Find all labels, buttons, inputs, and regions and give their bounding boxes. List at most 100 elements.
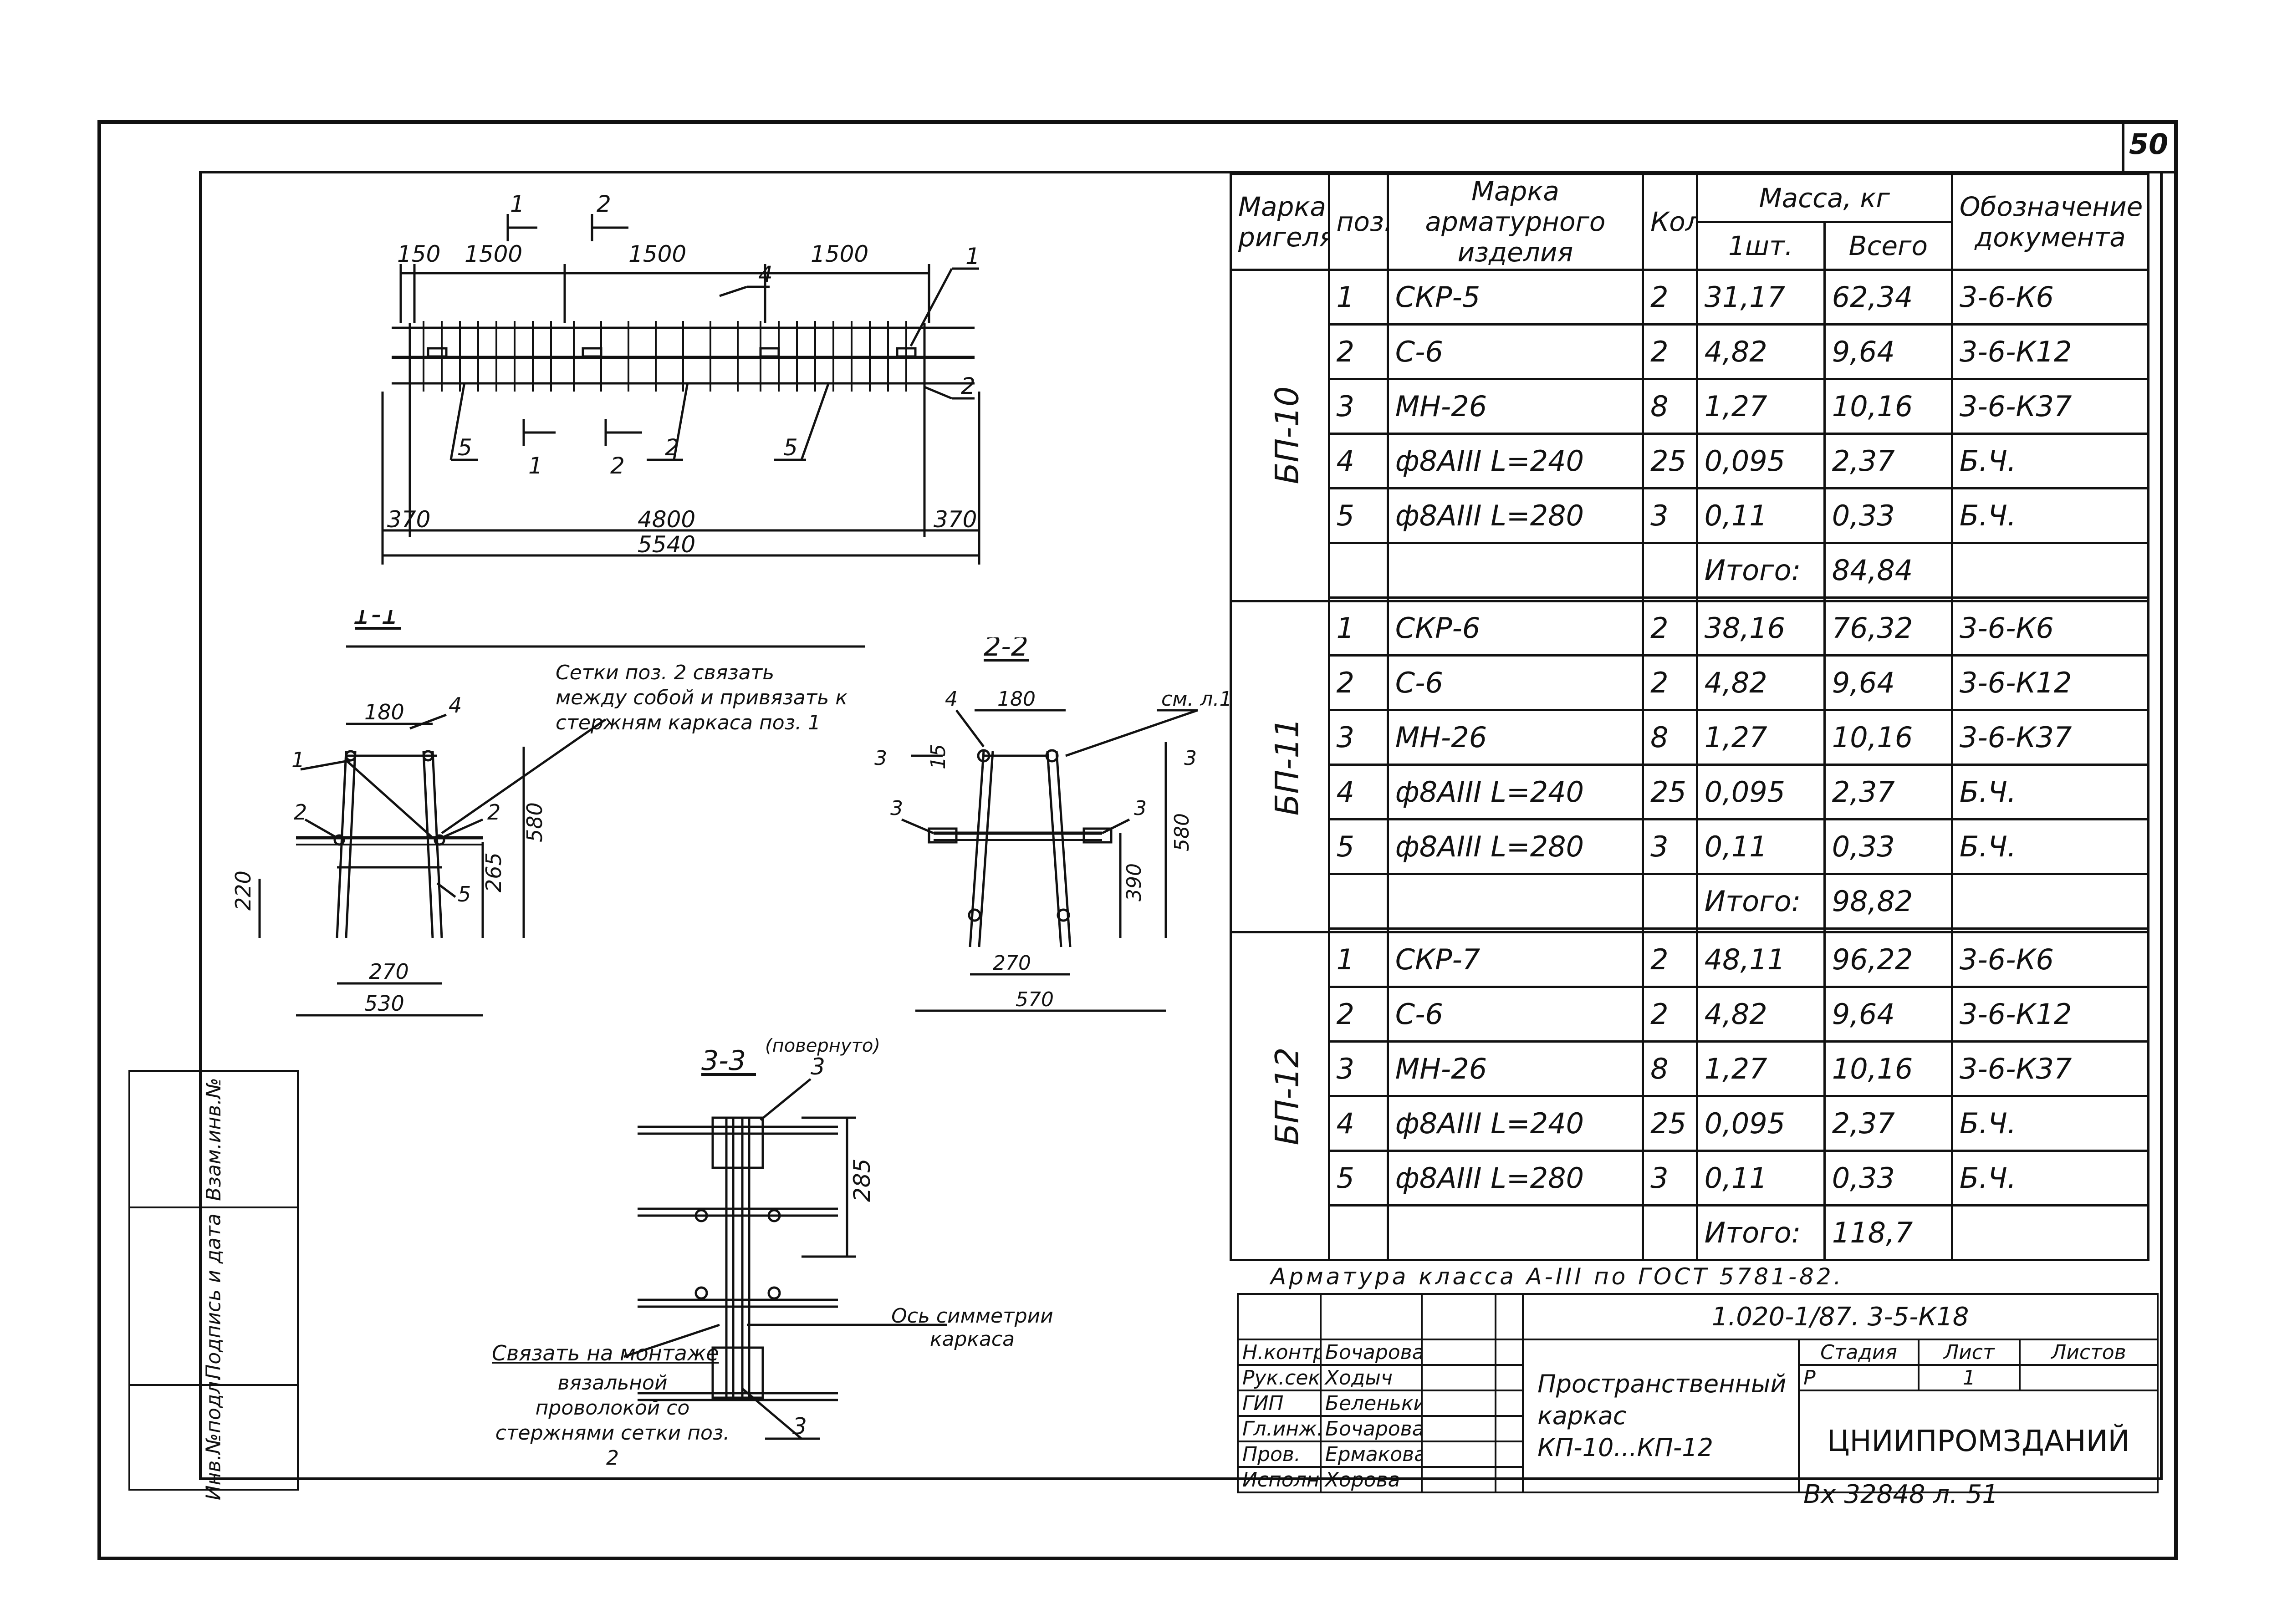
plan-view: 1 2 150 1500 1500 1500 4800 5540 370 370… <box>381 191 980 565</box>
stage-label: Стадия <box>1798 1339 1920 1366</box>
doc-cell: Б.Ч. <box>1950 487 2150 544</box>
sign-name: Беленький <box>1319 1390 1423 1417</box>
signature <box>1420 1364 1496 1391</box>
section-11-title: 1-1 <box>353 610 399 631</box>
product-cell: С-6 <box>1386 323 1644 380</box>
product-cell: ф8АIII L=280 <box>1386 818 1644 876</box>
qty-cell: 25 <box>1642 1095 1698 1152</box>
unit-mass-cell: 1,27 <box>1695 377 1826 435</box>
sheets-value <box>2018 1364 2159 1391</box>
qty-cell: 2 <box>1642 985 1698 1043</box>
section-3-3: 3-3 (повернуто) 285 3 3 <box>623 1038 947 1440</box>
total-mass-cell: 2,37 <box>1823 1095 1953 1152</box>
product-cell: МН-26 <box>1386 377 1644 435</box>
product-cell: ф8АIII L=280 <box>1386 1149 1644 1207</box>
total-mass-cell: 0,33 <box>1823 1149 1953 1207</box>
s33-axis-note: Ось симметрии каркаса <box>891 1304 1053 1351</box>
title-line-2: каркас КП-10...КП-12 <box>1537 1401 1713 1462</box>
plan-callout-5-left: 5 <box>458 434 472 461</box>
inv-label: Инв.№подл. <box>202 1375 225 1500</box>
sheet-number: 50 <box>2129 127 2169 161</box>
doc-cell: 3-6-К12 <box>1950 654 2150 712</box>
plan-dim-1500-b: 1500 <box>628 241 686 267</box>
total-label: Итого: <box>1695 873 1826 930</box>
header-doc: Обозначение документа <box>1950 173 2150 271</box>
product-cell: ф8АIII L=280 <box>1386 487 1644 544</box>
left-stamp: Взам.инв.№ Подпись и дата Инв.№подл. <box>128 1070 299 1500</box>
girder-mark: БП-10 <box>1268 386 1306 484</box>
sign-role: Пров. <box>1237 1441 1322 1468</box>
qty-cell: 2 <box>1642 600 1698 657</box>
product-cell: МН-26 <box>1386 709 1644 766</box>
header-qty: Кол. <box>1642 173 1698 271</box>
product-cell: ф8АIII L=240 <box>1386 432 1644 489</box>
qty-cell: 25 <box>1642 432 1698 489</box>
designation: 1.020-1/87. 3-5-К18 <box>1522 1293 2159 1340</box>
unit-mass-cell: 1,27 <box>1695 709 1826 766</box>
product-cell: МН-26 <box>1386 1040 1644 1097</box>
qty-cell: 8 <box>1642 709 1698 766</box>
section-11-note: Сетки поз. 2 связать между собой и привя… <box>556 661 847 734</box>
table-row: 3 МН-26 8 1,27 10,16 3-6-К37 <box>1231 1040 2150 1097</box>
doc-cell: 3-6-К37 <box>1950 709 2150 766</box>
s11-dim-220: 220 <box>231 871 255 911</box>
pos-cell: 2 <box>1327 985 1389 1043</box>
plan-callout-4: 4 <box>758 261 773 288</box>
pos-cell: 5 <box>1327 818 1389 876</box>
header-mass: Масса, кг <box>1695 173 1953 223</box>
table-row: 5 ф8АIII L=280 3 0,11 0,33 Б.Ч. <box>1231 1149 2150 1207</box>
unit-mass-cell: 4,82 <box>1695 654 1826 712</box>
total-row: Итого: 118,7 <box>1231 1204 2150 1262</box>
unit-mass-cell: 31,17 <box>1695 269 1826 326</box>
total-mass-cell: 2,37 <box>1823 764 1953 821</box>
section-33-subtitle: (повернуто) <box>765 1038 880 1056</box>
table-row: БП-10 1 СКР-5 2 31,17 62,34 3-6-К6 <box>1230 269 2150 602</box>
total-label: Итого: <box>1695 1204 1826 1262</box>
total-label: Итого: <box>1695 541 1826 599</box>
pos-cell: 4 <box>1327 764 1389 821</box>
s22-callout-3-right-upper: 3 <box>1184 747 1197 770</box>
s22-note: см. л.15 <box>1161 687 1230 711</box>
s11-dim-265: 265 <box>481 852 506 892</box>
qty-cell: 2 <box>1642 654 1698 712</box>
unit-mass-cell: 1,27 <box>1695 1040 1826 1097</box>
doc-cell: Б.Ч. <box>1950 432 2150 489</box>
plan-dim-370-right: 370 <box>934 506 977 533</box>
s11-dim-580: 580 <box>522 802 547 842</box>
plan-dim-370-left: 370 <box>387 506 430 533</box>
title-line-1: Пространственный <box>1537 1369 1787 1398</box>
header-girder-mark: Марка ригеля <box>1230 173 1330 271</box>
doc-cell: 3-6-К37 <box>1950 1040 2150 1097</box>
doc-cell: 3-6-К6 <box>1950 931 2150 988</box>
unit-mass-cell: 4,82 <box>1695 985 1826 1043</box>
pos-cell: 4 <box>1327 1095 1389 1152</box>
s22-callout-3-left-upper: 3 <box>874 747 887 770</box>
s11-callout-4: 4 <box>449 693 462 718</box>
table-row: 5 ф8АIII L=280 3 0,11 0,33 Б.Ч. <box>1231 487 2150 544</box>
plan-section-2-bottom: 2 <box>610 453 625 479</box>
pos-cell: 3 <box>1327 709 1389 766</box>
s22-callout-3-left: 3 <box>890 797 903 820</box>
total-mass-cell: 10,16 <box>1823 1040 1953 1097</box>
total-mass-cell: 0,33 <box>1823 818 1953 876</box>
specification-table: Марка ригеля поз. Марка арматурного изде… <box>1230 173 2150 1262</box>
plan-section-1-bottom: 1 <box>528 453 543 479</box>
unit-mass-cell: 0,095 <box>1695 764 1826 821</box>
section-2-2: 2-2 180 15 580 390 270 570 4 3 3 3 3 см.… <box>874 637 1230 1012</box>
sign-name: Бочарова <box>1319 1339 1423 1366</box>
s22-dim-270: 270 <box>993 952 1031 975</box>
sign-role: Исполн. <box>1237 1466 1322 1493</box>
sign-name: Хорова <box>1319 1466 1423 1493</box>
sheet-label: Лист <box>1917 1339 2021 1366</box>
s33-assembly-note: вязальной проволокой со стержнями сетки … <box>495 1371 730 1470</box>
table-row: 4 ф8АIII L=240 25 0,095 2,37 Б.Ч. <box>1231 764 2150 821</box>
s22-dim-580: 580 <box>1170 813 1194 851</box>
total-mass-cell: 10,16 <box>1823 377 1953 435</box>
unit-mass-cell: 0,11 <box>1695 818 1826 876</box>
total-mass-cell: 76,32 <box>1823 600 1953 657</box>
product-cell: ф8АIII L=240 <box>1386 764 1644 821</box>
s22-callout-3-right: 3 <box>1134 797 1147 820</box>
girder-mark: БП-12 <box>1268 1047 1306 1145</box>
sheets-label: Листов <box>2018 1339 2159 1366</box>
